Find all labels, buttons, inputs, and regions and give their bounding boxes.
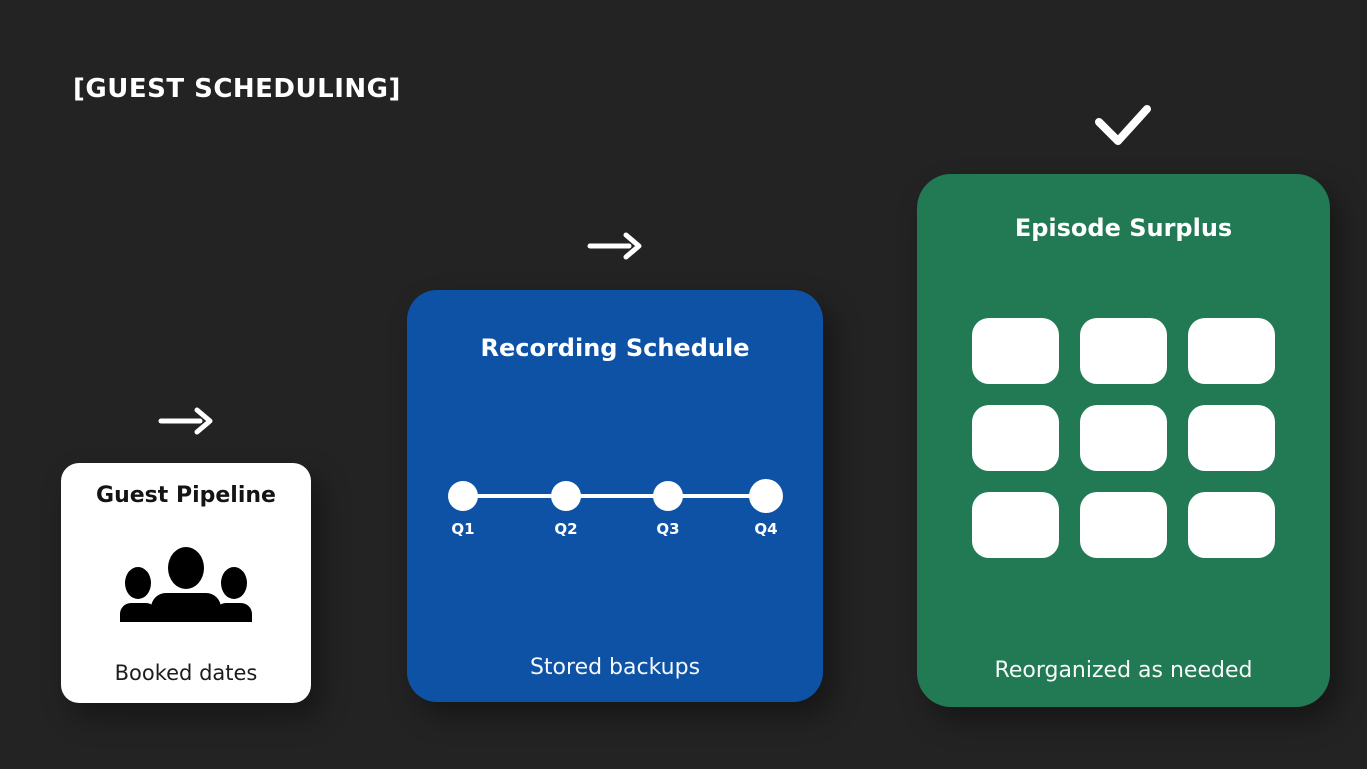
timeline-graphic [448, 479, 783, 513]
card-episode-surplus: Episode Surplus Reorganized as needed [917, 174, 1330, 707]
episode-tile [1188, 492, 1275, 558]
card-title: Episode Surplus [1014, 214, 1233, 242]
card-caption: Stored backups [529, 655, 701, 680]
episode-tile [972, 318, 1059, 384]
episode-grid [972, 318, 1275, 558]
episode-tile [1080, 492, 1167, 558]
timeline-label-q1: Q1 [451, 520, 475, 538]
episode-tile [1188, 318, 1275, 384]
episode-tile [972, 405, 1059, 471]
episode-tile [972, 492, 1059, 558]
quarter-timeline: Q1 Q2 Q3 Q4 [439, 478, 791, 552]
slide-title: [GUEST SCHEDULING] [73, 74, 401, 104]
checkmark-icon [1095, 105, 1151, 145]
card-recording-schedule: Recording Schedule Q1 Q2 Q3 Q4 Stored ba… [407, 290, 823, 702]
timeline-label-q2: Q2 [554, 520, 578, 538]
card-caption: Reorganized as needed [994, 658, 1253, 683]
card-caption: Booked dates [114, 661, 258, 685]
card-guest-pipeline: Guest Pipeline Booked dates [61, 463, 311, 703]
card-title: Guest Pipeline [96, 483, 276, 508]
timeline-label-q4: Q4 [754, 520, 778, 538]
card-title: Recording Schedule [480, 334, 750, 362]
arrow-right-icon [158, 407, 213, 435]
episode-tile [1080, 405, 1167, 471]
timeline-label-q3: Q3 [656, 520, 680, 538]
people-icon [120, 547, 252, 622]
episode-tile [1188, 405, 1275, 471]
arrow-right-icon [587, 232, 642, 260]
episode-tile [1080, 318, 1167, 384]
